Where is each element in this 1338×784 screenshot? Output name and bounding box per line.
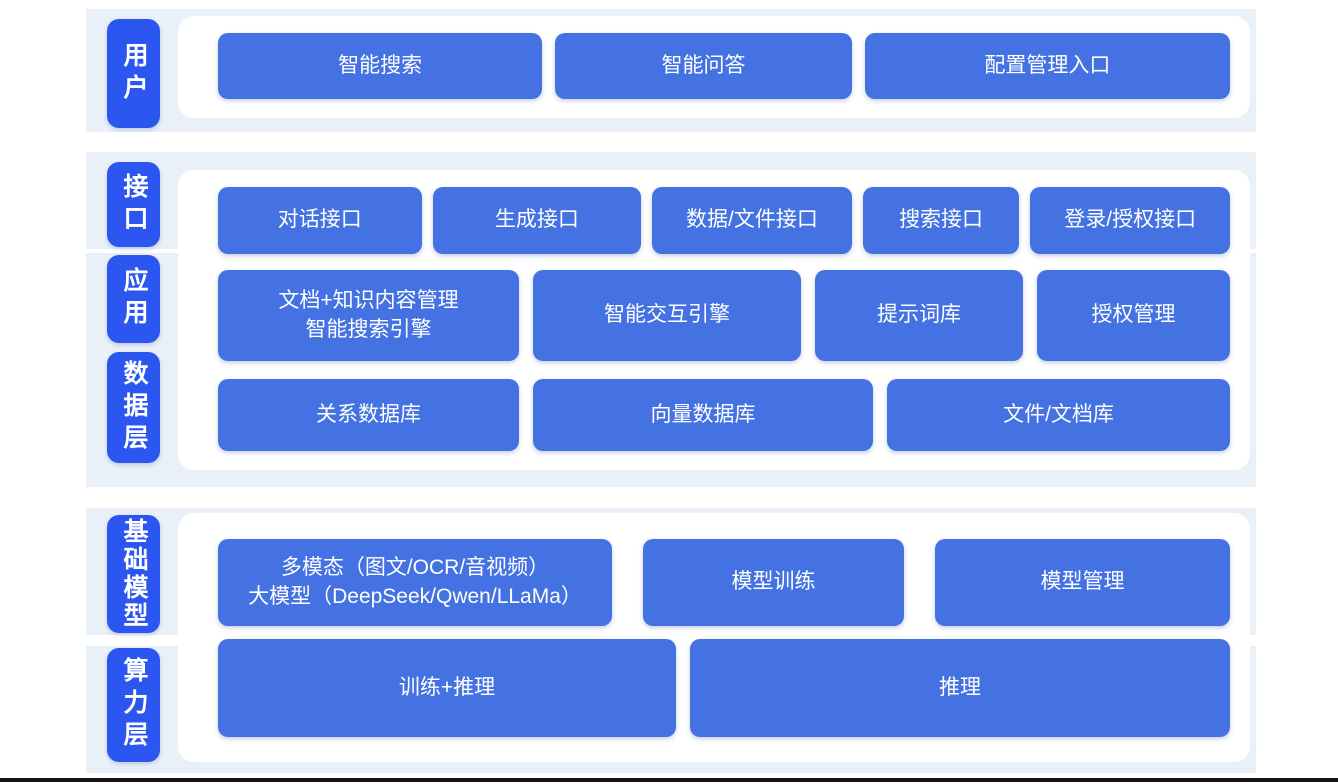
node-authorization-management: 授权管理 <box>1037 270 1230 361</box>
node-multimodal-llm: 多模态（图文/OCR/音视频） 大模型（DeepSeek/Qwen/LLaMa） <box>218 539 612 626</box>
data-layer-row: 关系数据库 向量数据库 文件/文档库 <box>218 379 1230 451</box>
layer-label-application-text: 应用 <box>120 267 148 331</box>
node-vector-database: 向量数据库 <box>533 379 873 451</box>
window-bottom-border <box>0 778 1338 782</box>
node-smart-qa: 智能问答 <box>555 33 852 99</box>
node-search-api: 搜索接口 <box>862 187 1020 254</box>
node-dialog-api: 对话接口 <box>218 187 422 254</box>
layer-label-user-text: 用户 <box>120 41 148 106</box>
node-login-auth-api: 登录/授权接口 <box>1030 187 1230 254</box>
layer-label-application: 应用 <box>107 255 160 343</box>
interface-layer-row: 对话接口 生成接口 数据/文件接口 搜索接口 登录/授权接口 <box>218 187 1230 254</box>
node-prompt-library: 提示词库 <box>815 270 1023 361</box>
layer-label-foundation-model: 基础模型 <box>107 515 160 633</box>
node-doc-knowledge-search-engine: 文档+知识内容管理 智能搜索引擎 <box>218 270 519 361</box>
node-model-training: 模型训练 <box>643 539 904 626</box>
node-generation-api: 生成接口 <box>432 187 642 254</box>
compute-layer-row: 训练+推理 推理 <box>218 639 1230 737</box>
bottom-layers-panel: 多模态（图文/OCR/音视频） 大模型（DeepSeek/Qwen/LLaMa）… <box>178 513 1250 762</box>
node-training-inference: 训练+推理 <box>218 639 676 737</box>
layer-label-data: 数据层 <box>107 352 160 463</box>
layer-label-interface-text: 接口 <box>120 172 148 237</box>
node-relational-database: 关系数据库 <box>218 379 519 451</box>
layer-label-compute-text: 算力层 <box>120 657 148 753</box>
layer-label-data-text: 数据层 <box>120 359 148 456</box>
layer-label-foundation-model-text: 基础模型 <box>120 518 148 630</box>
node-data-file-api: 数据/文件接口 <box>652 187 852 254</box>
layer-label-interface: 接口 <box>107 162 160 247</box>
user-layer-row: 智能搜索 智能问答 配置管理入口 <box>218 33 1231 99</box>
node-smart-interaction-engine: 智能交互引擎 <box>533 270 801 361</box>
node-smart-search: 智能搜索 <box>218 33 543 99</box>
layer-label-user: 用户 <box>107 19 160 128</box>
application-layer-row: 文档+知识内容管理 智能搜索引擎 智能交互引擎 提示词库 授权管理 <box>218 270 1230 361</box>
foundation-model-row: 多模态（图文/OCR/音视频） 大模型（DeepSeek/Qwen/LLaMa）… <box>218 539 1230 626</box>
node-inference: 推理 <box>690 639 1230 737</box>
layer-label-compute: 算力层 <box>107 648 160 762</box>
node-config-management-entry: 配置管理入口 <box>864 33 1231 99</box>
user-layer-panel: 智能搜索 智能问答 配置管理入口 <box>178 16 1250 118</box>
middle-layers-panel: 对话接口 生成接口 数据/文件接口 搜索接口 登录/授权接口 文档+知识内容管理… <box>178 170 1250 470</box>
node-file-document-store: 文件/文档库 <box>887 379 1230 451</box>
node-model-management: 模型管理 <box>935 539 1230 626</box>
